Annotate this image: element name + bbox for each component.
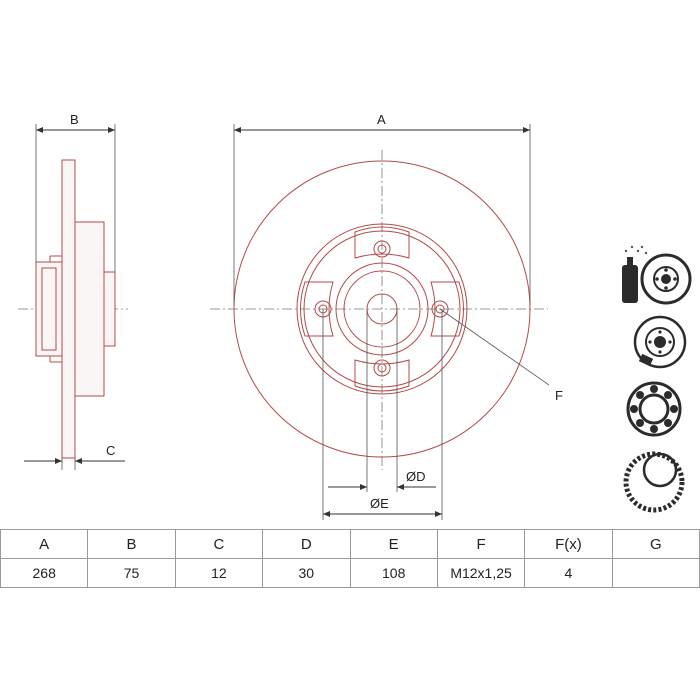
- table-header-cell: G: [611, 529, 700, 559]
- specification-table: A B C D E F F(x) G 268 75 12 30 108 M12x…: [0, 529, 700, 588]
- table-value-cell: 108: [349, 558, 438, 588]
- dimension-label-c: C: [106, 443, 115, 458]
- table-header-cell: E: [349, 529, 438, 559]
- dimension-label-a: A: [377, 112, 386, 127]
- table-value-cell: 12: [174, 558, 264, 588]
- front-view: A ØE ØD F: [210, 112, 563, 520]
- dimension-label-e: ØE: [370, 496, 389, 511]
- table-header-cell: A: [0, 529, 89, 559]
- wheel-bearing-icon: [626, 381, 682, 437]
- table-header-cell: F(x): [524, 529, 613, 559]
- table-value-cell: M12x1,25: [436, 558, 526, 588]
- table-header-cell: D: [262, 529, 351, 559]
- table-value-cell: 30: [262, 558, 351, 588]
- dimension-label-b: B: [70, 112, 79, 127]
- table-value-cell: [611, 558, 700, 588]
- table-header-cell: F: [436, 529, 526, 559]
- disc-with-coating-spray-icon: [622, 245, 692, 305]
- side-view: B C: [18, 112, 128, 470]
- dimension-label-d: ØD: [406, 469, 426, 484]
- table-value-row: 268 75 12 30 108 M12x1,25 4: [0, 558, 700, 588]
- table-value-cell: 4: [524, 558, 613, 588]
- table-header-row: A B C D E F F(x) G: [0, 529, 700, 559]
- table-value-cell: 268: [0, 558, 89, 588]
- snap-ring-icon: [623, 451, 685, 513]
- table-header-cell: C: [174, 529, 264, 559]
- table-value-cell: 75: [87, 558, 176, 588]
- dimension-label-f: F: [555, 388, 563, 403]
- disc-with-abs-ring-icon: [633, 315, 687, 369]
- table-header-cell: B: [87, 529, 176, 559]
